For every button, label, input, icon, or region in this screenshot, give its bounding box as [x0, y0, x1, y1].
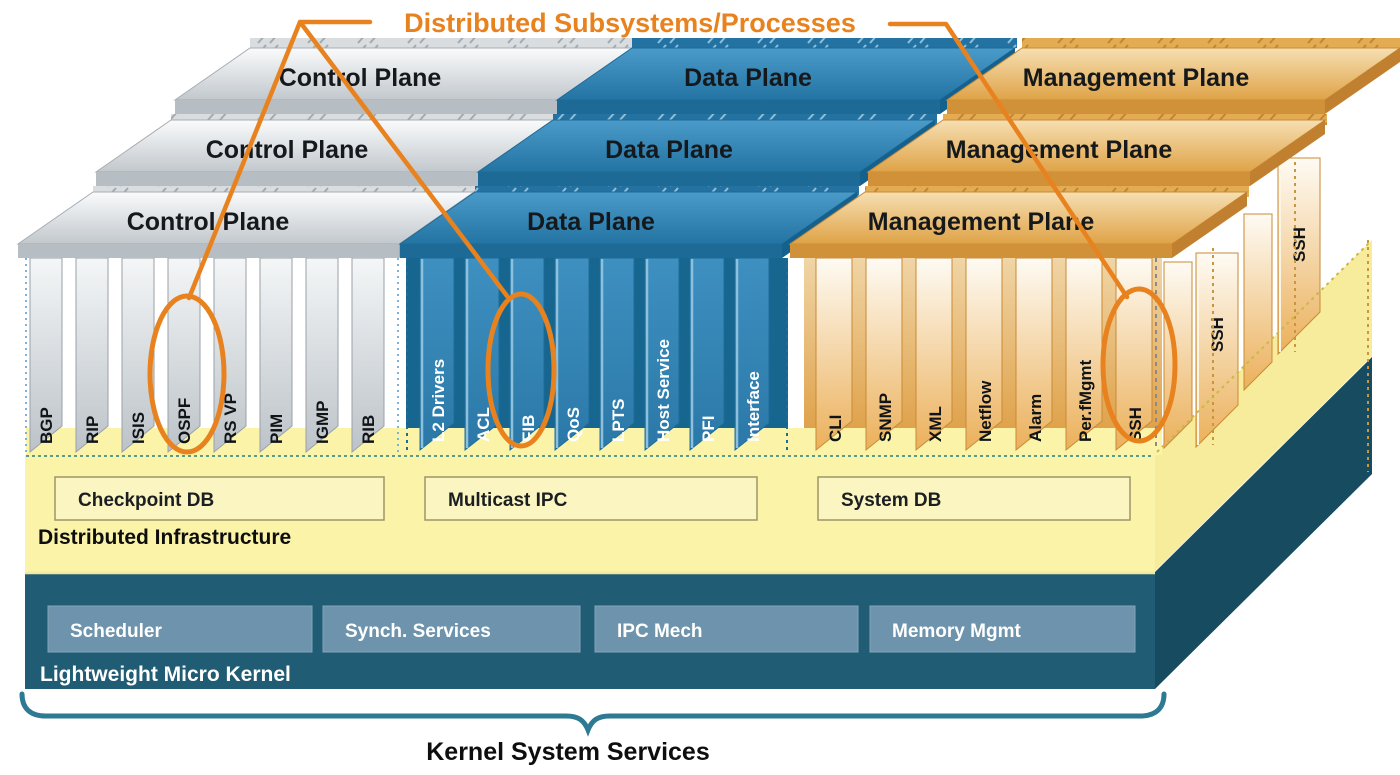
- fin: [1163, 261, 1193, 450]
- fin-label-rib: RIB: [359, 415, 378, 444]
- fin-label-ssh-back2: SSH: [1290, 227, 1309, 262]
- curly-brace: [19, 691, 1167, 737]
- fin-label-rip: RIP: [83, 416, 102, 444]
- fin-label-igmp: IGMP: [313, 401, 332, 444]
- highlight-ellipse-fib: [485, 291, 557, 449]
- hatch-strip: [250, 38, 635, 48]
- callout-line-fib: [297, 19, 510, 299]
- plane-slabs-middle-row: Control Plane Data Plane Management Plan…: [93, 119, 1327, 197]
- slab-side-edge: [1325, 48, 1400, 114]
- multicast-ipc-label: Multicast IPC: [448, 490, 568, 511]
- management-plane-label-back: Management Plane: [1023, 64, 1250, 92]
- fin: [1195, 252, 1239, 449]
- checkpoint-db-box: [54, 476, 385, 521]
- control-plane-fins: BGP RIP ISIS OSPF RS VP PIM IGMP RIB: [29, 257, 385, 454]
- control-plane-label-mid: Control Plane: [206, 136, 369, 164]
- ipc-mech-label: IPC Mech: [617, 621, 703, 642]
- fin-label-cli: CLI: [826, 415, 845, 442]
- fin-label-hostservice: Host Service: [654, 339, 673, 442]
- fin-label-acl: ACL: [474, 407, 493, 442]
- fin-label-ssh-back1: SSH: [1208, 317, 1227, 352]
- hatch-strip: [632, 38, 1017, 48]
- fin: [1243, 213, 1273, 392]
- slab-front-edge: [868, 172, 1250, 186]
- fin-label-lpts: LPTS: [609, 399, 628, 442]
- data-plane-fins: L2 Drivers ACL FIB QoS LPTS Host Service…: [419, 257, 770, 452]
- infrastructure-side-face: [1155, 240, 1372, 571]
- scheduler-box: [47, 605, 313, 653]
- highlight-ellipse-ospf: [147, 293, 227, 455]
- management-plane-fins: CLI SNMP XML Netflow Alarm Per.fMgmt SSH: [815, 257, 1153, 452]
- checkpoint-db-label: Checkpoint DB: [78, 490, 214, 511]
- control-plane-label-back: Control Plane: [279, 64, 442, 92]
- infrastructure-layer-label: Distributed Infrastructure: [38, 526, 291, 549]
- slab-front-edge: [947, 100, 1325, 114]
- callout: Distributed Subsystems/Processes: [147, 8, 1178, 455]
- fin-label-interface: Interface: [744, 371, 763, 442]
- fin-label-netflow: Netflow: [976, 380, 995, 442]
- management-plane-label-mid: Management Plane: [946, 136, 1173, 164]
- system-db-box: [817, 476, 1131, 521]
- highlight-ellipse-ssh: [1100, 286, 1178, 444]
- kernel-content: Scheduler Synch. Services IPC Mech Memor…: [40, 605, 1136, 686]
- platform-side-border: [1156, 241, 1371, 453]
- management-plane-label-front: Management Plane: [868, 208, 1095, 236]
- ipc-mech-box: [594, 605, 859, 653]
- slab-front-edge: [557, 100, 940, 114]
- footer-label: Kernel System Services: [426, 738, 710, 766]
- fin-label-xml: XML: [926, 406, 945, 442]
- fin-label-l2drivers: L2 Drivers: [429, 359, 448, 442]
- data-plane-label-front: Data Plane: [527, 208, 655, 236]
- fin-label-alarm: Alarm: [1026, 394, 1045, 442]
- slab-side-edge: [1172, 192, 1247, 258]
- fin-label-pfi: PFI: [699, 416, 718, 442]
- fin-label-snmp: SNMP: [876, 393, 895, 442]
- fin-label-bgp: BGP: [37, 407, 56, 444]
- kernel-side-face: [1155, 357, 1372, 689]
- plane-slabs-front-row: Control Plane Data Plane Management Plan…: [16, 191, 1249, 258]
- group-boundaries: [25, 162, 1371, 472]
- synch-services-label: Synch. Services: [345, 621, 491, 642]
- fin-label-isis: ISIS: [129, 412, 148, 444]
- fin: [1277, 157, 1321, 356]
- diagram-title: Distributed Subsystems/Processes: [404, 8, 856, 38]
- synch-services-box: [322, 605, 581, 653]
- slab-side-edge: [1250, 120, 1325, 186]
- kernel-layer-label: Lightweight Micro Kernel: [40, 663, 291, 686]
- fin-label-perfmgmt: Per.fMgmt: [1076, 359, 1095, 442]
- fin-label-qos: QoS: [564, 407, 583, 442]
- kernel-system-services: Kernel System Services: [19, 691, 1167, 766]
- slab-front-edge: [96, 172, 478, 186]
- data-fin-gap-bg: [406, 258, 788, 450]
- memory-mgmt-box: [869, 605, 1136, 653]
- control-plane-label-front: Control Plane: [127, 208, 290, 236]
- slab-front-edge: [478, 172, 860, 186]
- memory-mgmt-label: Memory Mgmt: [892, 621, 1021, 642]
- data-plane-label-mid: Data Plane: [605, 136, 733, 164]
- hatch-strip: [1022, 38, 1400, 48]
- multicast-ipc-box: [424, 476, 758, 521]
- system-db-label: System DB: [841, 490, 941, 511]
- data-plane-label-back: Data Plane: [684, 64, 812, 92]
- slab-front-edge: [790, 244, 1172, 258]
- fin-label-ssh: SSH: [1126, 407, 1145, 442]
- scheduler-label: Scheduler: [70, 621, 162, 642]
- callout-line-ssh: [887, 21, 1130, 300]
- fin-label-fib: FIB: [519, 415, 538, 442]
- fin-label-pim: PIM: [267, 414, 286, 444]
- plane-slabs-back-row: Control Plane Data Plane Management Plan…: [171, 38, 1400, 125]
- slab-front-edge: [400, 244, 782, 258]
- fin-label-rsvp: RS VP: [221, 393, 240, 444]
- infrastructure-content: Checkpoint DB Multicast IPC System DB Di…: [38, 476, 1131, 549]
- fin-label-ospf: OSPF: [175, 398, 194, 444]
